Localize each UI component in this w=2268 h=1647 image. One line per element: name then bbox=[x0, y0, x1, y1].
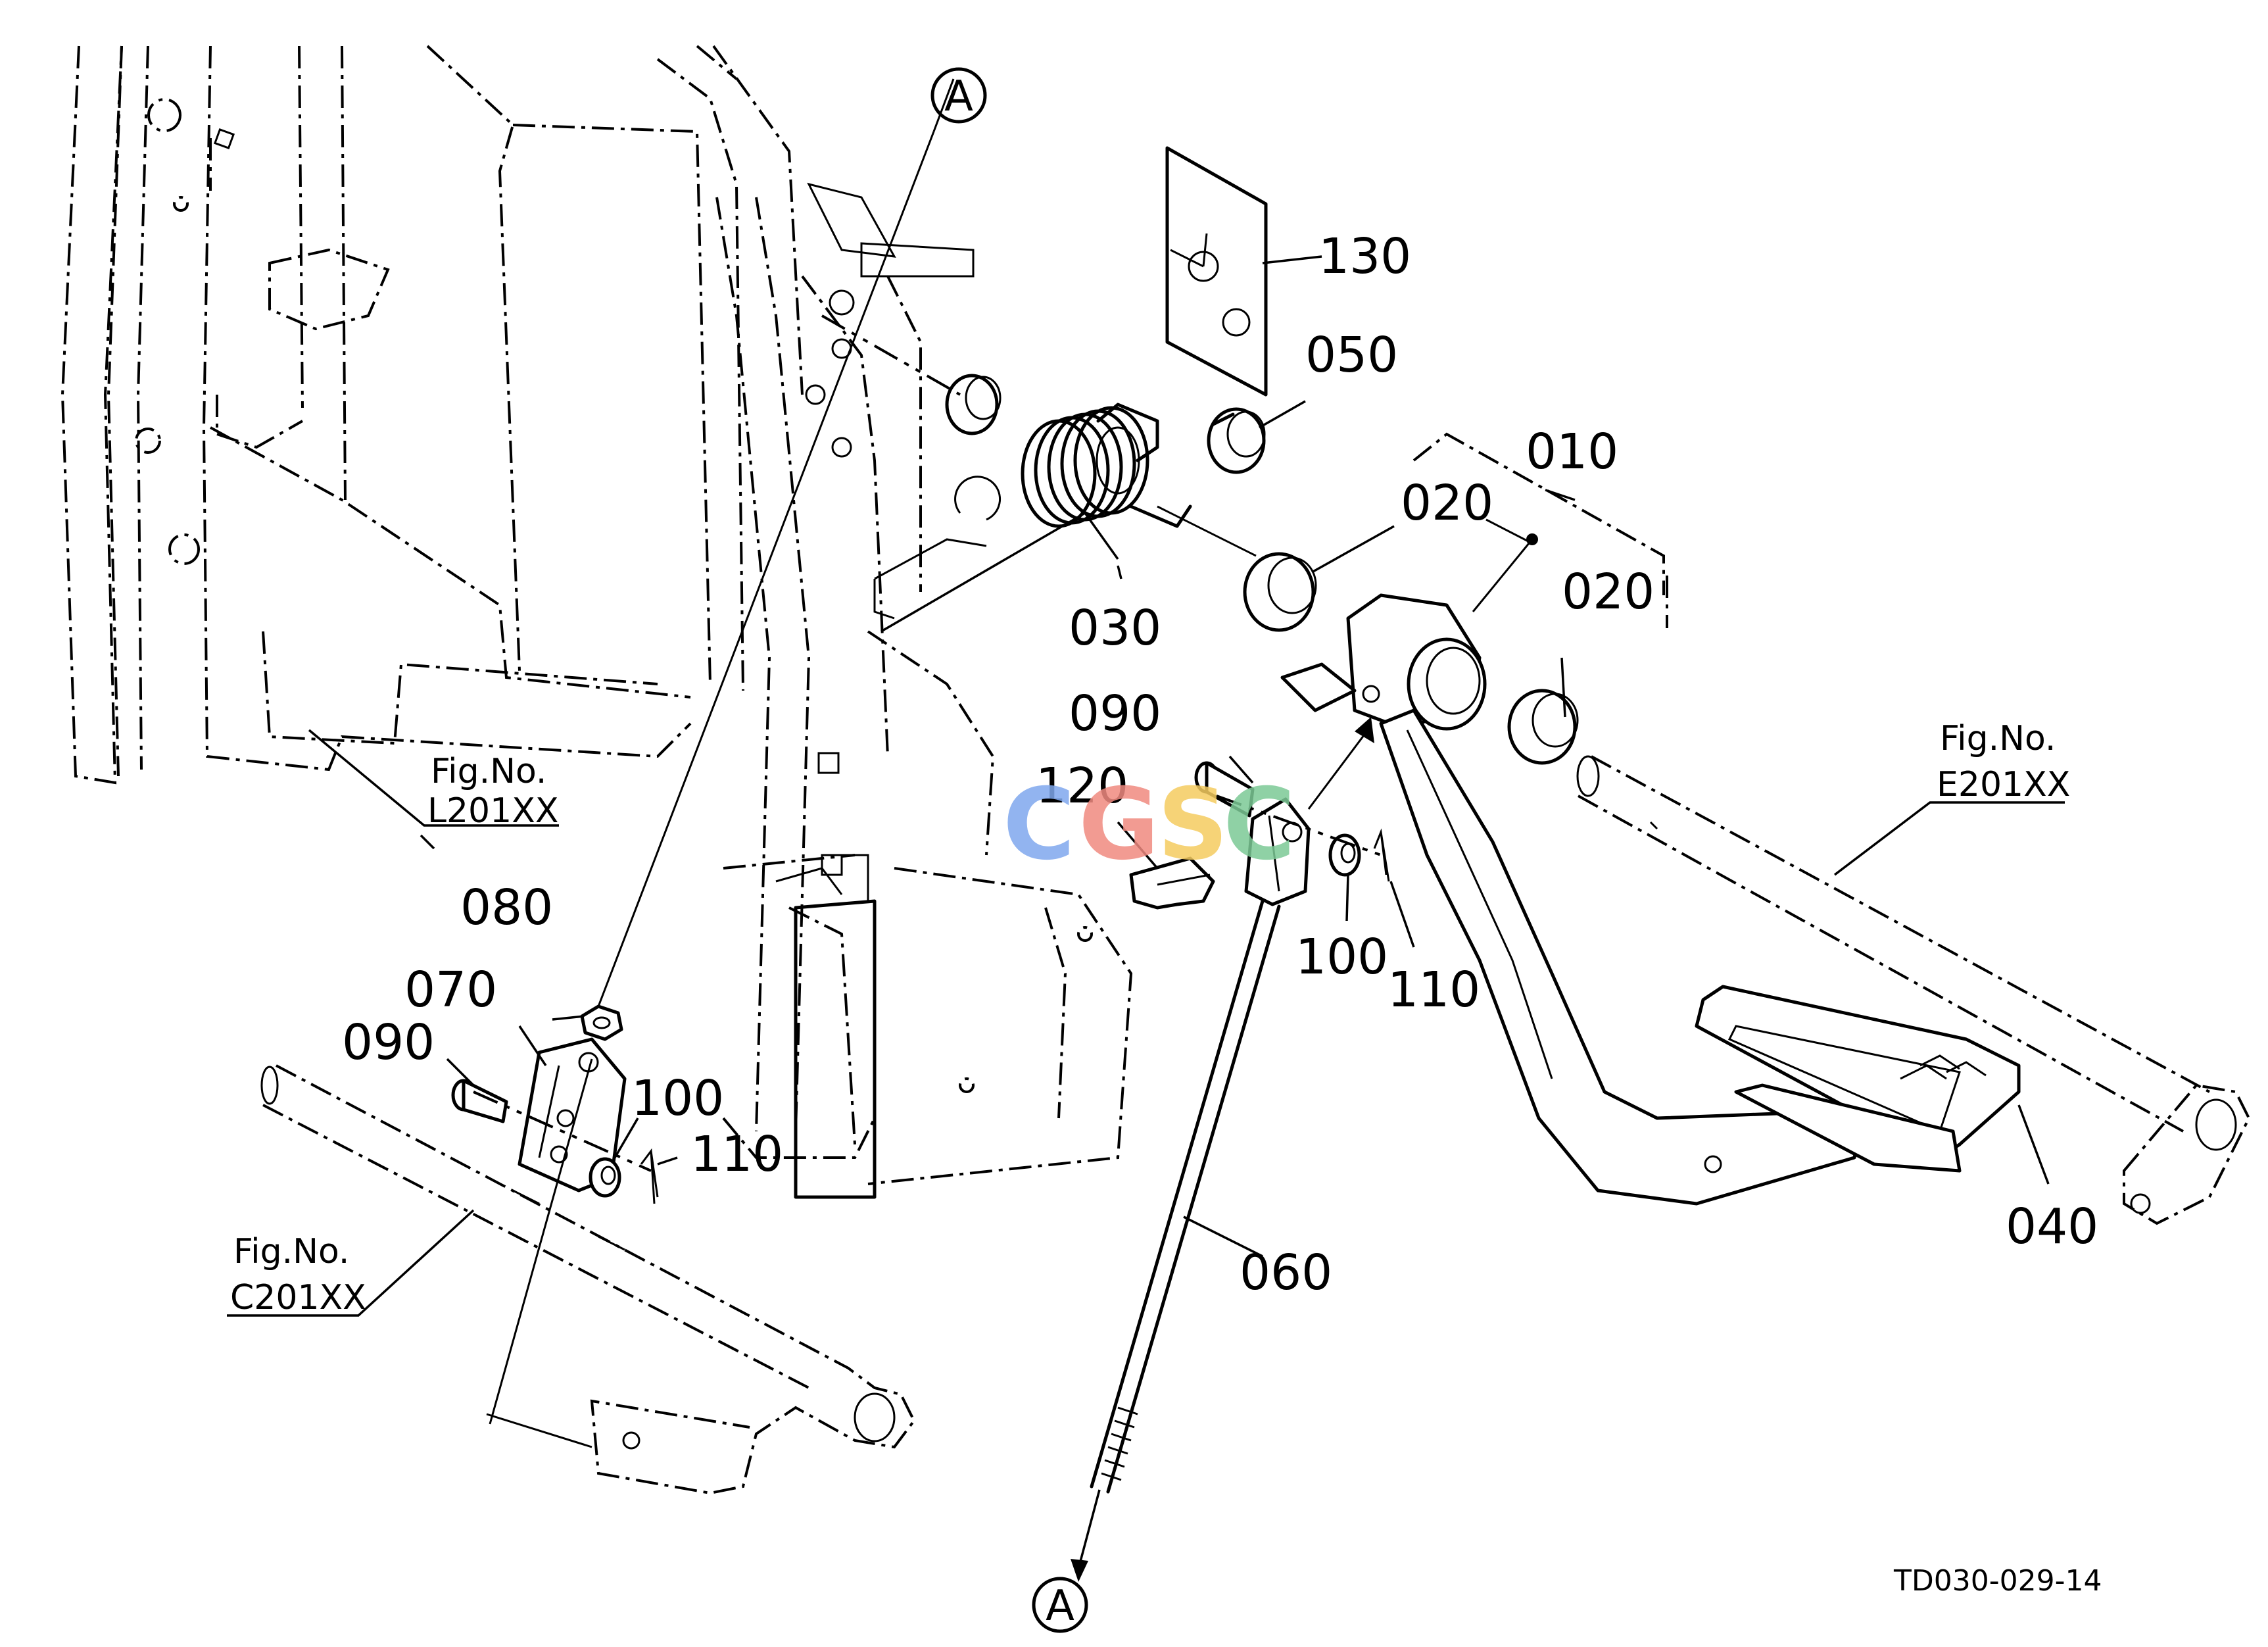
part-020-bushing-left bbox=[1243, 552, 1317, 632]
label-100-left: 100 bbox=[631, 1070, 724, 1127]
lower-left-linkage-c201xx bbox=[260, 1064, 916, 1495]
label-020-right: 020 bbox=[1562, 564, 1654, 620]
label-040: 040 bbox=[2006, 1198, 2098, 1255]
part-010-pedal-assembly bbox=[1280, 432, 1863, 1206]
axis-line-left-clevis bbox=[473, 1091, 652, 1172]
cross-shaft-e201xx bbox=[1576, 755, 2251, 1225]
rod-a-connector-2 bbox=[932, 78, 955, 132]
label-080: 080 bbox=[460, 879, 553, 936]
fig-c201xx-code: C201XX bbox=[230, 1278, 366, 1317]
label-060: 060 bbox=[1240, 1244, 1332, 1301]
part-030-spring bbox=[1021, 403, 1192, 528]
watermark-logo: C G S C bbox=[1003, 768, 1295, 882]
fig-e201xx-prefix: Fig.No. bbox=[1940, 719, 2056, 758]
watermark-letter-c2: C bbox=[1223, 768, 1295, 882]
fig-c201xx-prefix: Fig.No. bbox=[233, 1232, 349, 1271]
label-090-left: 090 bbox=[342, 1014, 435, 1071]
part-040-pedal-pad bbox=[1695, 985, 2021, 1173]
watermark-letter-g: G bbox=[1078, 768, 1159, 882]
label-120: 120 bbox=[1036, 758, 1128, 814]
fig-l201xx-prefix: Fig.No. bbox=[431, 752, 546, 791]
axis-line-clevis bbox=[1216, 795, 1382, 856]
reference-a-bottom: A bbox=[1032, 1577, 1088, 1633]
axis-line-spring bbox=[1157, 505, 1257, 557]
part-020-bushing-right bbox=[1507, 689, 1579, 765]
part-080-nut bbox=[580, 1004, 623, 1041]
fig-l201xx-code: L201XX bbox=[427, 791, 558, 831]
label-090-right: 090 bbox=[1069, 685, 1161, 742]
ref-a-top-label: A bbox=[944, 72, 973, 121]
part-labels: 010 020 020 030 040 050 060 070 080 090 … bbox=[342, 228, 2098, 1301]
leader-lines bbox=[227, 255, 2065, 1317]
rod-arrow bbox=[1355, 717, 1374, 743]
axis-line-upper bbox=[821, 314, 961, 396]
part-090-pin-left bbox=[451, 1079, 508, 1123]
label-050: 050 bbox=[1305, 327, 1398, 383]
drawing-code: TD030-029-14 bbox=[1893, 1564, 2102, 1598]
label-100-right: 100 bbox=[1295, 929, 1388, 985]
part-rod-clevis-right bbox=[1244, 797, 1311, 906]
figure-refs: Fig.No. L201XX Fig.No. C201XX Fig.No. E2… bbox=[230, 719, 2070, 1317]
label-110-right: 110 bbox=[1387, 962, 1480, 1018]
part-120-clip bbox=[1129, 856, 1215, 910]
label-130: 130 bbox=[1318, 228, 1411, 285]
part-100-washer-left bbox=[589, 1157, 621, 1198]
part-050-bushing bbox=[1207, 407, 1266, 474]
rod-to-pedal-link bbox=[1307, 729, 1369, 810]
label-030: 030 bbox=[1069, 600, 1161, 656]
part-110-cotter-left bbox=[640, 1148, 659, 1204]
label-110-left: 110 bbox=[690, 1126, 783, 1183]
label-010: 010 bbox=[1526, 424, 1618, 480]
ref-a-bottom-label: A bbox=[1046, 1582, 1074, 1631]
frame-assembly bbox=[60, 45, 1133, 1199]
watermark-letter-c1: C bbox=[1003, 768, 1075, 882]
rod-a-connector bbox=[597, 131, 935, 1007]
label-020-left: 020 bbox=[1401, 475, 1493, 531]
reference-a-top: A bbox=[930, 67, 987, 124]
part-110-cotter-right bbox=[1373, 828, 1390, 882]
fig-e201xx-code: E201XX bbox=[1937, 765, 2070, 804]
part-060-rod bbox=[1071, 899, 1281, 1582]
watermark-letter-s: S bbox=[1157, 768, 1228, 882]
part-130-plate bbox=[1165, 146, 1268, 397]
part-090-pin-right bbox=[1194, 761, 1255, 818]
label-070: 070 bbox=[404, 962, 497, 1018]
part-spacer-frame bbox=[945, 374, 1001, 435]
